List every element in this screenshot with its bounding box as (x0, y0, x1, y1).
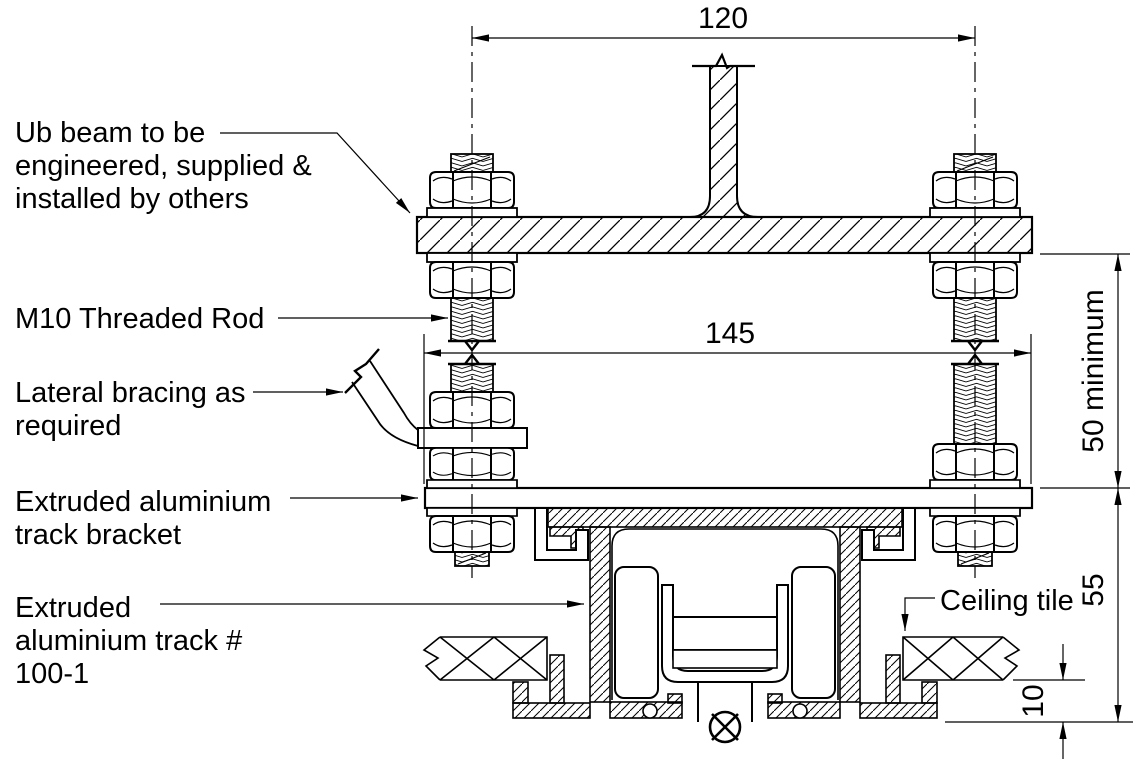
label-track-line2: aluminium track # (15, 625, 242, 657)
tile-break-left (422, 636, 441, 681)
track-tile-stop-right (885, 654, 901, 704)
label-ub-beam-line1: Ub beam to be (15, 117, 205, 149)
rod-centerlines (471, 26, 976, 578)
dim-text-120: 120 (698, 2, 748, 35)
bracket-strap-left (534, 507, 589, 561)
bracket-plate (423, 486, 1034, 510)
label-ceiling-tile: Ceiling tile (940, 585, 1074, 617)
carrier-base-plate (672, 649, 778, 669)
annotation-labels: Ub beam to be engineered, supplied & ins… (15, 117, 1074, 690)
label-track-line3: 100-1 (15, 658, 89, 690)
carrier-yoke (661, 584, 789, 683)
leader-ceiling-tile (901, 597, 935, 631)
tile-cross-hatch-left (439, 636, 548, 681)
ceiling-tile-left (422, 636, 548, 681)
track-screw-boss-left (642, 703, 658, 719)
ub-beam-break-line (692, 52, 755, 70)
label-lateral-bracing-line2: required (15, 410, 121, 442)
ub-beam (415, 52, 1034, 255)
label-m10-rod: M10 Threaded Rod (15, 303, 264, 335)
label-lateral-bracing-line1: Lateral bracing as (15, 377, 246, 409)
leader-ub-beam (220, 132, 411, 214)
dim-text-145: 145 (705, 317, 755, 350)
track-slot-lip-left (667, 693, 683, 704)
track-top-wall (547, 505, 903, 528)
tile-break-right (1002, 636, 1021, 681)
bracing-break-tick (344, 348, 380, 394)
dim-text-50-minimum: 50 minimum (1077, 289, 1110, 452)
dimension-texts: 120 145 50 minimum 55 10 (698, 2, 1110, 718)
label-track-bracket-line1: Extruded aluminium (15, 486, 271, 518)
rod-section-symbol (708, 710, 742, 744)
track-bracket (423, 486, 1034, 561)
track-foot-lip-right (921, 681, 938, 704)
hanger-drop-lines (697, 682, 753, 722)
lateral-bracing (344, 348, 419, 447)
roller-right (791, 566, 836, 699)
track-side-wall-right (839, 526, 861, 703)
dim-text-55: 55 (1077, 573, 1110, 606)
label-ub-beam-line2: engineered, supplied & (15, 150, 312, 182)
dimensions (423, 34, 1133, 759)
track-cavity-line (611, 528, 839, 700)
carrier-clamp-bar (672, 616, 778, 651)
track-tile-stop-left (549, 654, 565, 704)
ub-beam-web (689, 65, 759, 218)
track-tile-foot-right (859, 702, 938, 719)
bracing-strap-lower (351, 381, 419, 447)
label-ub-beam-line3: installed by others (15, 183, 249, 215)
roller-left (614, 566, 659, 699)
track-hook-right (866, 526, 901, 549)
ub-beam-flange (415, 215, 1034, 255)
tile-cross-hatch-right (902, 636, 1004, 681)
dim-text-10: 10 (1017, 684, 1050, 717)
label-track-bracket-line2: track bracket (15, 519, 181, 551)
ceiling-tile-right (902, 636, 1021, 681)
bracing-strap-upper (369, 360, 419, 431)
track-screw-boss-right (792, 703, 808, 719)
aluminium-track (512, 505, 938, 719)
label-track-line1: Extruded (15, 592, 131, 624)
track-foot-lip-left (512, 681, 529, 704)
track-hook-left (549, 526, 584, 549)
bracket-strap-right (861, 507, 916, 561)
track-side-wall-left (589, 526, 611, 703)
ceiling-tiles (422, 636, 1021, 681)
leader-lines (160, 132, 935, 631)
trolley-assembly (614, 566, 836, 744)
track-slot-lip-right (767, 693, 783, 704)
track-tile-foot-left (512, 702, 591, 719)
